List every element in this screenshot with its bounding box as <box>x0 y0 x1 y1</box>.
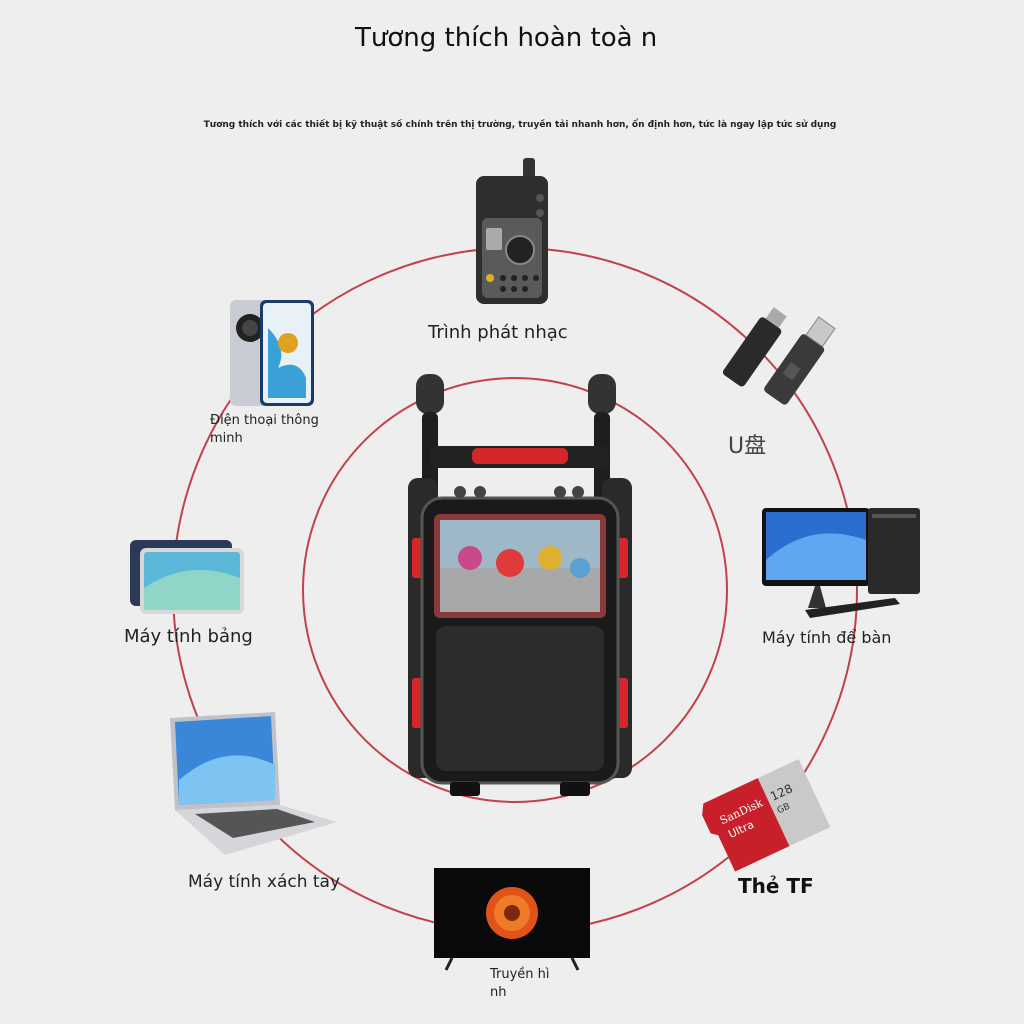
tv-label: Truyền hì nh <box>490 966 550 1002</box>
karaoke-speaker-icon <box>408 374 632 796</box>
music-player-label: Trình phát nhạc <box>428 322 568 343</box>
page-title: Tương thích hoàn toà n <box>355 23 658 53</box>
laptop-label: Máy tính xách tay <box>188 872 341 892</box>
smartphone-icon <box>230 300 314 406</box>
tablet-icon <box>130 540 244 614</box>
smartphone-label-line2: minh <box>210 431 243 446</box>
desktop-computer-icon <box>762 508 920 618</box>
tablet-label: Máy tính bảng <box>124 626 253 647</box>
desktop-label: Máy tính để bàn <box>762 628 892 647</box>
smartphone-label-line1: Điện thoại thông <box>210 413 319 428</box>
smartphone-label: Điện thoại thông minh <box>210 412 319 448</box>
usb-label: U盘 <box>728 434 767 459</box>
usb-drive-icon <box>722 307 836 405</box>
tv-label-line1: Truyền hì <box>490 967 550 982</box>
television-icon <box>434 868 590 971</box>
laptop-icon <box>170 712 337 855</box>
tf-card-icon: SanDisk Ultra 128 GB <box>702 759 831 872</box>
music-player-icon <box>476 158 548 304</box>
tf-card-label: Thẻ TF <box>738 874 814 898</box>
page-subtitle: Tương thích với các thiết bị kỹ thuật số… <box>203 120 837 130</box>
tv-label-line2: nh <box>490 985 507 1000</box>
